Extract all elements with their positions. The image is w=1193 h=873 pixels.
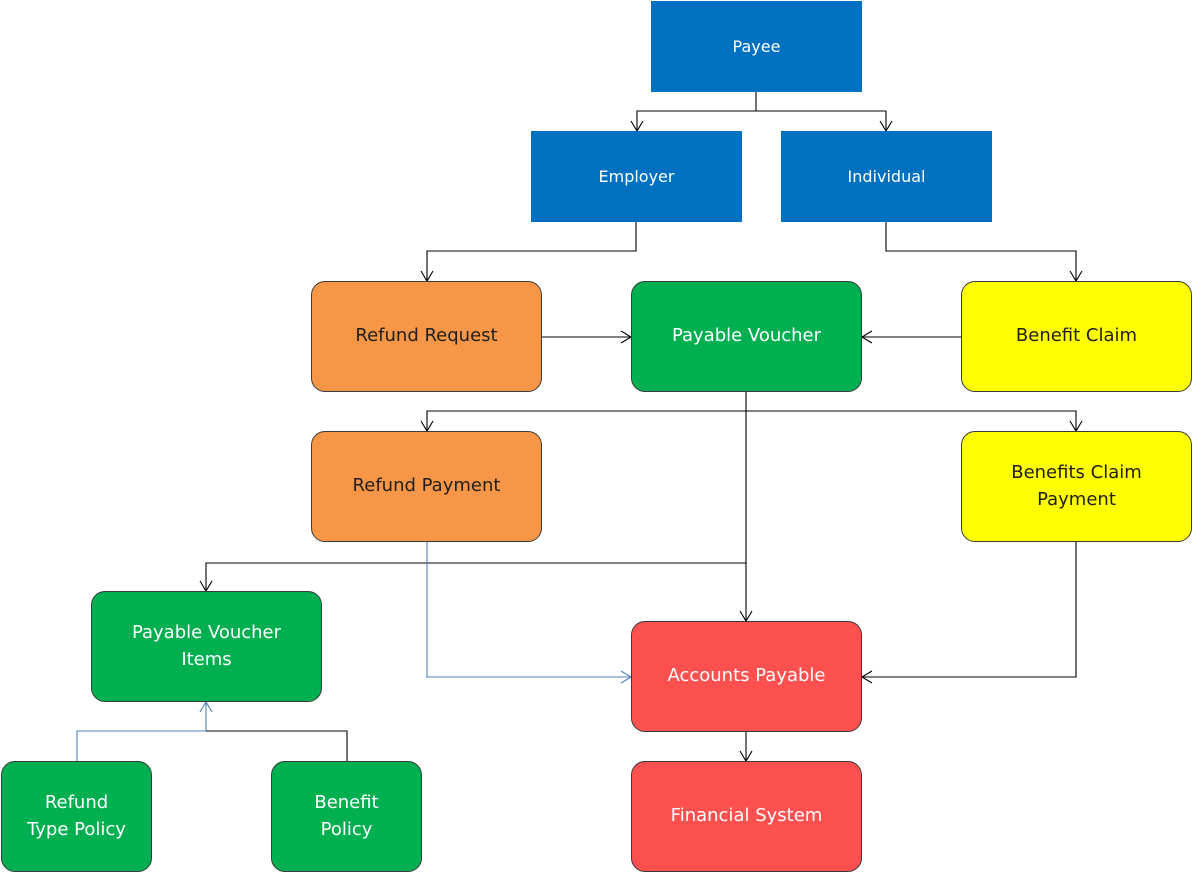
node-individual-label: Individual: [847, 166, 926, 186]
node-benefit-policy[interactable]: Benefit Policy: [271, 761, 422, 872]
node-payable-voucher-items[interactable]: Payable Voucher Items: [91, 591, 322, 702]
node-payee-label: Payee: [732, 36, 781, 56]
connector-payable-voucher-to-benefits-claim-payment: [746, 410, 1083, 433]
connector-benefits-claim-payment-to-accounts-payable: [860, 542, 1077, 684]
connector-payee-to-employer: [630, 92, 757, 133]
node-refund-type-policy[interactable]: Refund Type Policy: [1, 761, 152, 872]
node-benefits-claim-payment-line2: Payment: [1037, 488, 1116, 510]
node-payee[interactable]: Payee: [651, 1, 862, 92]
node-payable-voucher-items-text: Payable Voucher Items: [132, 620, 281, 672]
node-individual[interactable]: Individual: [781, 131, 992, 222]
node-employer-label: Employer: [598, 166, 675, 186]
node-benefits-claim-payment[interactable]: Benefits Claim Payment: [961, 431, 1192, 542]
node-refund-request-label: Refund Request: [355, 325, 498, 347]
node-benefit-policy-line1: Benefit: [314, 792, 379, 814]
node-benefit-policy-text: Benefit Policy: [314, 790, 378, 842]
connector-benefit-policy-to-payable-voucher-items: [206, 730, 348, 761]
node-payable-voucher-label: Payable Voucher: [671, 325, 822, 347]
node-refund-payment[interactable]: Refund Payment: [311, 431, 542, 542]
node-refund-type-policy-line2: Type Policy: [27, 818, 126, 840]
connector-employer-to-refund-request: [420, 222, 637, 283]
node-accounts-payable[interactable]: Accounts Payable: [631, 621, 862, 732]
node-benefit-claim-label: Benefit Claim: [1015, 325, 1138, 347]
connector-payable-voucher-to-refund-payment: [420, 392, 747, 433]
connector-payable-voucher-to-payable-voucher-items: [199, 562, 746, 593]
node-refund-payment-label: Refund Payment: [352, 475, 501, 497]
node-refund-type-policy-line1: Refund: [44, 792, 109, 814]
node-benefits-claim-payment-line1: Benefits Claim: [1011, 462, 1142, 484]
connector-refund-payment-to-accounts-payable: [426, 542, 633, 684]
node-financial-system[interactable]: Financial System: [631, 761, 862, 872]
node-payable-voucher[interactable]: Payable Voucher: [631, 281, 862, 392]
connector-payee-to-individual: [756, 110, 893, 133]
connector-individual-to-benefit-claim: [885, 222, 1083, 283]
node-payable-voucher-items-line1: Payable Voucher: [131, 622, 282, 644]
connector-refund-type-policy-to-payable-voucher-items: [76, 700, 213, 761]
node-refund-request[interactable]: Refund Request: [311, 281, 542, 392]
node-refund-type-policy-text: Refund Type Policy: [27, 790, 126, 842]
node-benefit-policy-line2: Policy: [320, 818, 373, 840]
node-accounts-payable-label: Accounts Payable: [667, 665, 826, 687]
node-benefit-claim[interactable]: Benefit Claim: [961, 281, 1192, 392]
node-benefits-claim-payment-text: Benefits Claim Payment: [1011, 460, 1142, 512]
node-financial-system-label: Financial System: [670, 805, 823, 827]
node-payable-voucher-items-line2: Items: [181, 648, 232, 670]
node-employer[interactable]: Employer: [531, 131, 742, 222]
